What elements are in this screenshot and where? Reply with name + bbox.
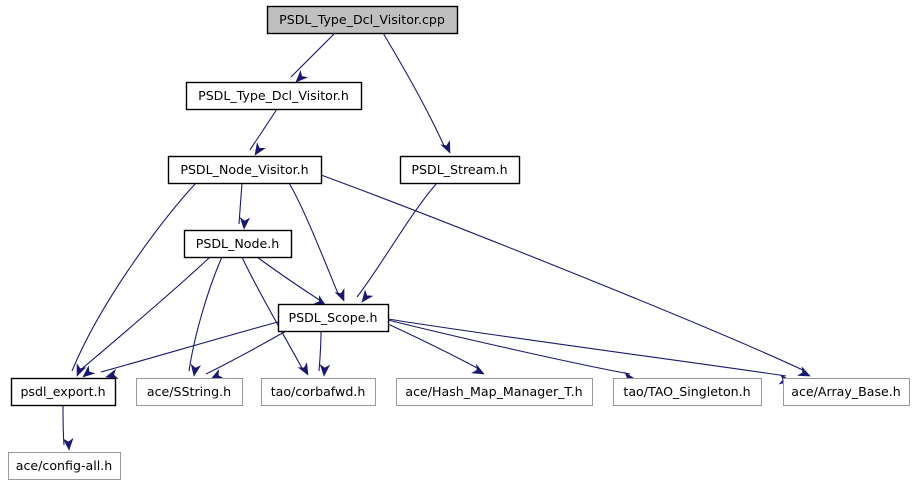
node-box[interactable]	[396, 378, 593, 406]
node-box[interactable]	[8, 452, 121, 480]
edge-node_visitor_h-to-scope_h	[288, 182, 345, 302]
node-label: tao/corbafwd.h	[271, 384, 366, 399]
node-label: PSDL_Type_Dcl_Visitor.h	[198, 88, 349, 103]
node-box[interactable]	[183, 229, 293, 259]
arrow-head-icon	[297, 362, 309, 376]
edge-scope_h-to-ace_array_base_h	[387, 318, 792, 385]
node-stream_h[interactable]: PSDL_Stream.h	[399, 155, 521, 185]
edge-type_dcl_visitor_h-to-node_visitor_h	[249, 108, 278, 156]
arrow-head-icon	[62, 437, 74, 451]
edge-node_h-to-ace_sstring_h	[188, 256, 223, 377]
node-label: ace/config-all.h	[16, 458, 112, 473]
node-label: PSDL_Node_Visitor.h	[180, 162, 308, 177]
edge-type_dcl_visitor_cpp-to-stream_h	[382, 32, 451, 154]
node-label: PSDL_Type_Dcl_Visitor.cpp	[279, 12, 445, 27]
node-box[interactable]	[783, 378, 910, 406]
node-scope_h[interactable]: PSDL_Scope.h	[277, 303, 390, 333]
edge-scope_h-to-tao_corbafwd_h	[318, 330, 331, 377]
node-label: ace/Hash_Map_Manager_T.h	[405, 384, 582, 399]
node-box[interactable]	[277, 303, 390, 333]
edge-scope_h-to-tao_singleton_h	[387, 319, 636, 383]
arrow-head-icon	[190, 363, 202, 377]
edge-node_h-to-tao_corbafwd_h	[241, 256, 309, 376]
arrow-head-icon	[295, 69, 309, 83]
edges-layer	[62, 32, 811, 451]
arrow-head-icon	[797, 366, 811, 377]
arrow-head-icon	[471, 363, 485, 375]
edge-scope_h-to-ace_hash_map_h	[387, 323, 485, 375]
node-label: psdl_export.h	[20, 384, 105, 399]
node-label: tao/TAO_Singleton.h	[623, 384, 750, 399]
node-box[interactable]	[399, 155, 521, 185]
node-box[interactable]	[185, 81, 363, 111]
node-label: ace/Array_Base.h	[791, 384, 901, 399]
arrow-head-icon	[361, 289, 374, 303]
edge-type_dcl_visitor_cpp-to-type_dcl_visitor_h	[290, 32, 336, 83]
edge-psdl_export_h-to-ace_config_all_h	[62, 404, 74, 451]
node-label: PSDL_Scope.h	[289, 310, 378, 325]
arrow-head-icon	[319, 363, 331, 377]
node-box[interactable]	[136, 378, 243, 406]
arrow-head-icon	[76, 363, 87, 377]
nodes-layer: PSDL_Type_Dcl_Visitor.cppPSDL_Type_Dcl_V…	[8, 5, 910, 480]
arrow-head-icon	[239, 216, 251, 230]
node-tao_corbafwd_h[interactable]: tao/corbafwd.h	[261, 378, 376, 406]
edge-scope_h-to-psdl_export_h	[100, 321, 279, 379]
node-box[interactable]	[266, 5, 459, 35]
edge-node_visitor_h-to-node_h	[238, 182, 251, 230]
node-node_visitor_h[interactable]: PSDL_Node_Visitor.h	[167, 155, 323, 185]
node-type_dcl_visitor_h[interactable]: PSDL_Type_Dcl_Visitor.h	[185, 81, 363, 111]
edge-node_h-to-scope_h	[256, 256, 327, 307]
node-label: PSDL_Node.h	[196, 236, 279, 251]
edge-node_visitor_h-to-ace_array_base_h	[320, 174, 811, 377]
arrow-head-icon	[334, 288, 345, 302]
node-psdl_export_h[interactable]: psdl_export.h	[10, 377, 117, 407]
node-tao_singleton_h[interactable]: tao/TAO_Singleton.h	[613, 378, 762, 406]
edge-node_visitor_h-to-psdl_export_h	[71, 182, 197, 377]
node-type_dcl_visitor_cpp[interactable]: PSDL_Type_Dcl_Visitor.cpp	[266, 5, 459, 35]
node-box[interactable]	[167, 155, 323, 185]
arrow-head-icon	[440, 140, 451, 154]
node-label: PSDL_Stream.h	[411, 162, 507, 177]
node-box[interactable]	[613, 378, 762, 406]
arrow-head-icon	[82, 365, 96, 378]
node-label: ace/SString.h	[147, 384, 231, 399]
node-box[interactable]	[10, 377, 117, 407]
node-node_h[interactable]: PSDL_Node.h	[183, 229, 293, 259]
node-ace_array_base_h[interactable]: ace/Array_Base.h	[783, 378, 910, 406]
edge-node_h-to-psdl_export_h	[77, 256, 211, 378]
arrow-head-icon	[254, 142, 266, 156]
node-ace_hash_map_h[interactable]: ace/Hash_Map_Manager_T.h	[396, 378, 593, 406]
node-ace_sstring_h[interactable]: ace/SString.h	[136, 378, 243, 406]
node-ace_config_all_h[interactable]: ace/config-all.h	[8, 452, 121, 480]
edge-stream_h-to-scope_h	[356, 182, 438, 303]
node-box[interactable]	[261, 378, 376, 406]
